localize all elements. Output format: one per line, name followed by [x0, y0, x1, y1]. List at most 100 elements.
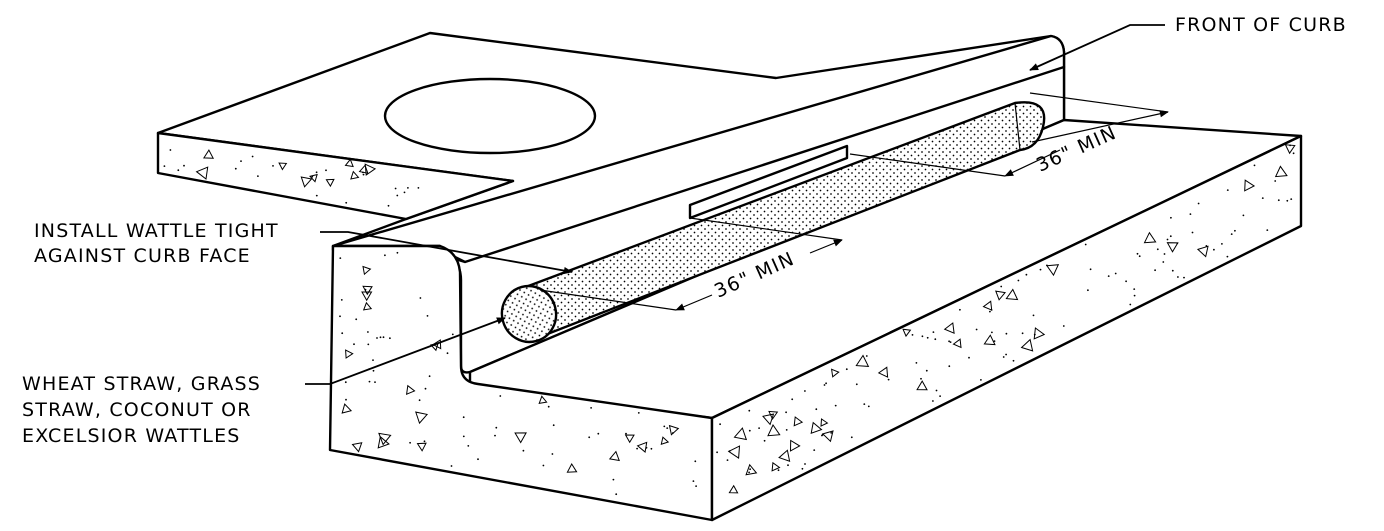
- aggregate-dot: [542, 464, 545, 467]
- aggregate-dot: [777, 469, 780, 472]
- aggregate-triangle: [733, 427, 748, 441]
- aggregate-dot: [850, 436, 853, 439]
- aggregate-dot: [815, 408, 818, 411]
- aggregate-dot: [590, 407, 592, 409]
- aggregate-dot: [763, 439, 766, 442]
- aggregate-triangle: [514, 432, 527, 444]
- aggregate-triangle: [771, 461, 781, 472]
- aggregate-dot: [1125, 280, 1127, 283]
- aggregate-dot: [240, 160, 242, 163]
- aggregate-dot: [726, 459, 729, 461]
- aggregate-dot: [1170, 216, 1172, 219]
- aggregate-dot: [1261, 197, 1264, 200]
- aggregate-dot: [867, 405, 870, 408]
- aggregate-dot: [339, 257, 342, 259]
- aggregate-dot: [948, 365, 951, 368]
- aggregate-dot: [834, 404, 837, 407]
- aggregate-dot: [1107, 275, 1110, 277]
- aggregate-dot: [823, 384, 826, 386]
- aggregate-dot: [911, 334, 914, 336]
- gutter-side-face: [710, 134, 1303, 522]
- wattle-material-label-line3: EXCELSIOR WATTLES: [22, 425, 241, 447]
- aggregate-dot: [1025, 273, 1028, 276]
- aggregate-dot: [368, 380, 371, 383]
- aggregate-dot: [785, 411, 787, 414]
- aggregate-dot: [887, 378, 890, 381]
- aggregate-dot: [1221, 243, 1223, 245]
- aggregate-dot: [407, 187, 409, 189]
- aggregate-dot: [1138, 255, 1141, 258]
- aggregate-dot: [362, 173, 365, 176]
- aggregate-triangle: [793, 416, 804, 427]
- aggregate-dot: [692, 480, 695, 482]
- aggregate-dot: [787, 464, 789, 467]
- aggregate-dot: [1089, 268, 1092, 271]
- aggregate-dot: [169, 149, 172, 151]
- aggregate-triangle: [350, 170, 360, 180]
- aggregate-dot: [1039, 268, 1042, 271]
- wattle-body: [521, 101, 1046, 342]
- aggregate-dot: [367, 343, 370, 346]
- aggregate-triangle: [830, 368, 840, 378]
- aggregate-dot: [1062, 325, 1065, 327]
- install-wattle-label-line2: AGAINST CURB FACE: [34, 245, 251, 267]
- aggregate-dot: [177, 169, 180, 172]
- aggregate-dot: [1002, 356, 1005, 358]
- aggregate-triangle: [344, 158, 354, 168]
- aggregate-dot: [428, 375, 431, 378]
- aggregate-dot: [588, 436, 591, 439]
- aggregate-dot: [1289, 144, 1291, 147]
- aggregate-triangle: [431, 339, 442, 350]
- aggregate-dot: [340, 299, 343, 301]
- aggregate-triangle: [1033, 327, 1046, 340]
- aggregate-triangle: [361, 291, 373, 302]
- aggregate-dot: [1274, 180, 1277, 182]
- aggregate-triangle: [538, 395, 548, 405]
- aggregate-dot: [552, 424, 555, 427]
- aggregate-dot: [825, 382, 827, 385]
- aggregate-dot: [1226, 255, 1229, 258]
- aggregate-dot: [353, 343, 355, 346]
- aggregate-dot: [758, 427, 760, 429]
- aggregate-dot: [980, 379, 982, 381]
- aggregate-dot: [804, 390, 806, 392]
- aggregate-dot: [417, 187, 420, 189]
- aggregate-dot: [804, 463, 806, 465]
- aggregate-triangle: [855, 354, 870, 367]
- aggregate-dot: [344, 381, 347, 384]
- aggregate-triangle: [300, 176, 313, 188]
- aggregate-dot: [991, 331, 993, 334]
- aggregate-dot: [791, 398, 794, 401]
- aggregate-triangle: [309, 173, 318, 183]
- aggregate-dot: [1084, 243, 1087, 246]
- aggregate-triangle: [1166, 242, 1179, 253]
- aggregate-dot: [801, 467, 804, 470]
- label-leaders: [305, 24, 1165, 385]
- aggregate-triangle: [362, 301, 373, 311]
- inlet-slab-front-face: [156, 131, 515, 221]
- aggregate-dot: [666, 427, 669, 429]
- aggregate-triangle: [768, 410, 779, 421]
- aggregate-dot: [374, 381, 376, 383]
- aggregate-dot: [547, 405, 550, 408]
- aggregate-dot: [1005, 332, 1008, 335]
- aggregate-triangle: [668, 424, 680, 436]
- aggregate-dot: [1032, 314, 1035, 317]
- aggregate-dot: [915, 362, 918, 364]
- aggregate-dot: [625, 432, 627, 435]
- aggregate-dot: [1162, 261, 1165, 263]
- wattle-far-end-line: [1014, 102, 1021, 151]
- aggregate-dot: [389, 337, 391, 340]
- aggregate-dot: [663, 425, 666, 428]
- aggregate-dot: [948, 340, 950, 343]
- aggregate-dot: [382, 336, 385, 339]
- aggregate-dot: [1213, 248, 1215, 251]
- aggregate-dot: [315, 194, 318, 197]
- aggregate-dot: [426, 315, 429, 317]
- aggregate-dot: [645, 446, 648, 449]
- aggregate-triangle: [916, 380, 928, 391]
- aggregate-dot: [403, 191, 406, 194]
- aggregate-dot: [462, 416, 465, 419]
- aggregate-dot: [1166, 238, 1169, 241]
- aggregate-dot: [396, 194, 399, 197]
